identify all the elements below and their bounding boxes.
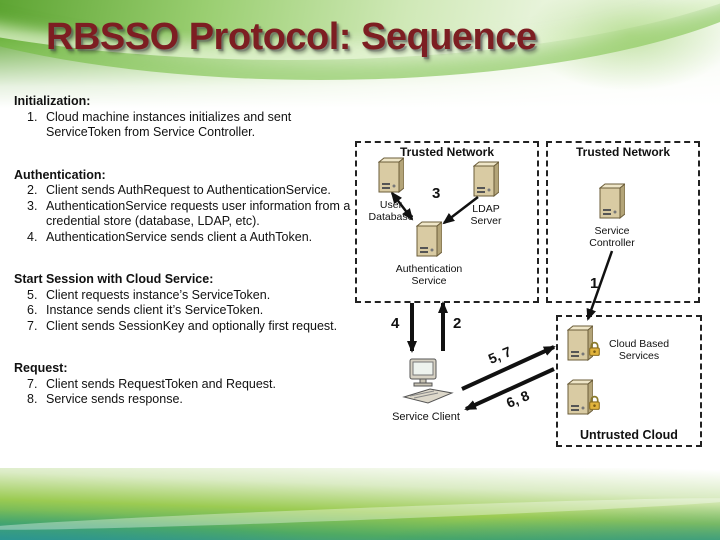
- list-item: 2. Client sends AuthRequest to Authentic…: [14, 183, 360, 199]
- item-number: 8.: [27, 392, 38, 406]
- trusted-network-box-2: Trusted Network: [546, 141, 700, 303]
- item-text: Client sends AuthRequest to Authenticati…: [46, 183, 331, 197]
- section-authentication: Authentication: 2. Client sends AuthRequ…: [14, 168, 360, 246]
- slide-body-text: Initialization: 1. Cloud machine instanc…: [14, 94, 360, 408]
- item-text: Service sends response.: [46, 392, 183, 406]
- node-label: Service Controller: [589, 225, 635, 249]
- section-heading: Request:: [14, 361, 68, 375]
- arrow-label-5-7: 5, 7: [485, 343, 514, 367]
- arrow-label-4: 4: [391, 315, 400, 332]
- node-label: User Database: [368, 199, 414, 223]
- list-item: 1. Cloud machine instances initializes a…: [14, 110, 360, 141]
- node-service-controller: Service Controller: [582, 182, 642, 249]
- bottom-green-decoration: [0, 468, 720, 540]
- computer-icon: [396, 357, 456, 410]
- section-start-session: Start Session with Cloud Service: 5. Cli…: [14, 272, 360, 334]
- arrow-label-1: 1: [590, 275, 599, 292]
- item-text: Client sends SessionKey and optionally f…: [46, 318, 338, 333]
- trusted-network-1-label: Trusted Network: [399, 145, 495, 159]
- node-cloud-server-1: [566, 324, 595, 366]
- item-text: Client sends RequestToken and Request.: [46, 376, 277, 391]
- node-authentication-service: Authentication Service: [388, 220, 470, 287]
- arrow-label-2: 2: [453, 315, 462, 332]
- untrusted-cloud-box: Untrusted Cloud: [556, 315, 702, 447]
- node-label-cloud-based-services: Cloud Based Services: [608, 338, 670, 362]
- item-number: 5.: [27, 287, 38, 302]
- list-item: 8. Service sends response.: [14, 392, 360, 408]
- node-label: Service Client: [392, 411, 460, 423]
- section-initialization: Initialization: 1. Cloud machine instanc…: [14, 94, 360, 141]
- node-label: LDAP Server: [470, 203, 502, 227]
- item-number: 3.: [27, 198, 38, 213]
- node-service-client: Service Client: [378, 357, 474, 423]
- item-number: 7.: [27, 318, 38, 333]
- server-icon: [415, 220, 444, 262]
- list-item: 3. AuthenticationService requests user i…: [14, 199, 360, 230]
- list-item: 5. Client requests instance’s ServiceTok…: [14, 288, 360, 304]
- item-text: AuthenticationService sends client a Aut…: [46, 229, 313, 244]
- list-item: 6. Instance sends client it’s ServiceTok…: [14, 303, 360, 319]
- item-text: AuthenticationService requests user info…: [46, 198, 351, 229]
- item-text: Instance sends client it’s ServiceToken.: [46, 303, 264, 317]
- server-icon: [472, 160, 501, 202]
- section-heading: Authentication:: [14, 167, 106, 182]
- list-item: 7. Client sends SessionKey and optionall…: [14, 319, 360, 335]
- item-number: 4.: [27, 229, 38, 244]
- list-item: 7. Client sends RequestToken and Request…: [14, 377, 360, 393]
- item-number: 7.: [27, 376, 38, 391]
- section-heading: Initialization:: [14, 94, 91, 108]
- lock-icon: [588, 395, 601, 416]
- node-user-database: User Database: [360, 156, 422, 223]
- item-number: 1.: [27, 109, 38, 124]
- item-number: 6.: [27, 303, 38, 317]
- untrusted-cloud-label: Untrusted Cloud: [580, 428, 678, 442]
- item-text: Cloud machine instances initializes and …: [46, 109, 292, 140]
- server-icon: [598, 182, 627, 224]
- arrow-label-6-8: 6, 8: [503, 387, 532, 411]
- section-heading: Start Session with Cloud Service:: [14, 272, 214, 286]
- node-label: Authentication Service: [395, 263, 463, 287]
- trusted-network-2-label: Trusted Network: [575, 145, 671, 159]
- protocol-diagram: Trusted Network Trusted Network Untruste…: [350, 135, 712, 457]
- slide-title: RBSSO Protocol: Sequence: [46, 16, 537, 58]
- arrow-label-3: 3: [432, 185, 441, 202]
- item-number: 2.: [27, 183, 38, 197]
- server-icon: [377, 156, 406, 198]
- item-text: Client requests instance’s ServiceToken.: [46, 287, 271, 302]
- section-request: Request: 7. Client sends RequestToken an…: [14, 361, 360, 408]
- bottom-white-sheen: [0, 493, 720, 535]
- server-icon: [566, 324, 595, 366]
- lock-icon: [588, 341, 601, 362]
- list-item: 4. AuthenticationService sends client a …: [14, 230, 360, 246]
- node-ldap-server: LDAP Server: [456, 160, 516, 227]
